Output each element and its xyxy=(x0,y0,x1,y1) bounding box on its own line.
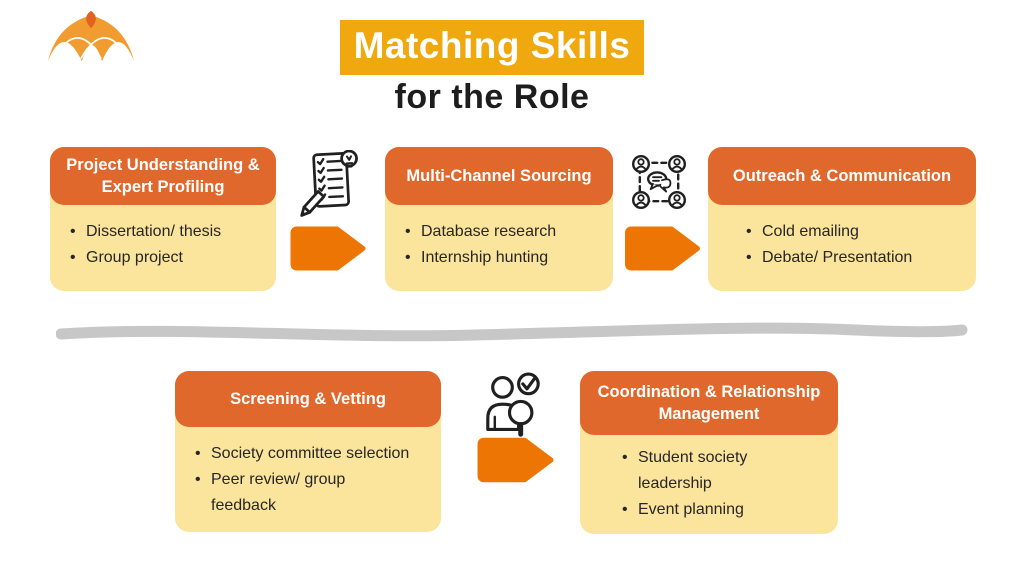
bullet-item: Event planning xyxy=(622,497,830,523)
flow-arrow-right xyxy=(476,437,556,483)
people-network-chat-icon xyxy=(628,152,690,212)
card-bullets: Student society leadership Event plannin… xyxy=(580,435,838,534)
person-check-magnifier-icon xyxy=(477,372,549,442)
slide-title-block: Matching Skills for the Role xyxy=(0,20,984,117)
bullet-item: Database research xyxy=(405,219,605,245)
card-title: Multi-Channel Sourcing xyxy=(385,147,613,205)
card-project-understanding: Project Understanding & Expert Profiling… xyxy=(50,147,276,291)
bullet-item: Internship hunting xyxy=(405,245,605,271)
checklist-pencil-bulb-icon xyxy=(296,150,364,218)
flow-arrow-right xyxy=(289,226,368,271)
card-title: Screening & Vetting xyxy=(175,371,441,427)
card-title: Project Understanding & Expert Profiling xyxy=(50,147,276,205)
card-bullets: Cold emailing Debate/ Presentation xyxy=(708,205,976,281)
bullet-item: Cold emailing xyxy=(746,219,968,245)
card-bullets: Society committee selection Peer review/… xyxy=(175,427,441,530)
bullet-item: Peer review/ group feedback xyxy=(195,467,433,519)
title-subtitle: for the Role xyxy=(394,77,590,116)
card-title: Outreach & Communication xyxy=(708,147,976,205)
card-title: Coordination & Relationship Management xyxy=(580,371,838,435)
section-divider xyxy=(55,321,968,350)
bullet-item: Society committee selection xyxy=(195,441,433,467)
bullet-item: Student society leadership xyxy=(622,445,830,497)
card-bullets: Dissertation/ thesis Group project xyxy=(50,205,276,281)
card-multi-channel-sourcing: Multi-Channel Sourcing Database research… xyxy=(385,147,613,291)
dome-logo xyxy=(45,9,137,64)
bullet-item: Debate/ Presentation xyxy=(746,245,968,271)
card-outreach-communication: Outreach & Communication Cold emailing D… xyxy=(708,147,976,291)
dome-logo-icon xyxy=(47,10,135,62)
flow-arrow-right xyxy=(623,226,703,271)
card-bullets: Database research Internship hunting xyxy=(385,205,613,281)
bullet-item: Dissertation/ thesis xyxy=(70,219,268,245)
card-screening-vetting: Screening & Vetting Society committee se… xyxy=(175,371,441,532)
card-coordination-relationship: Coordination & Relationship Management S… xyxy=(580,371,838,534)
bullet-item: Group project xyxy=(70,245,268,271)
title-highlighted: Matching Skills xyxy=(339,20,645,75)
